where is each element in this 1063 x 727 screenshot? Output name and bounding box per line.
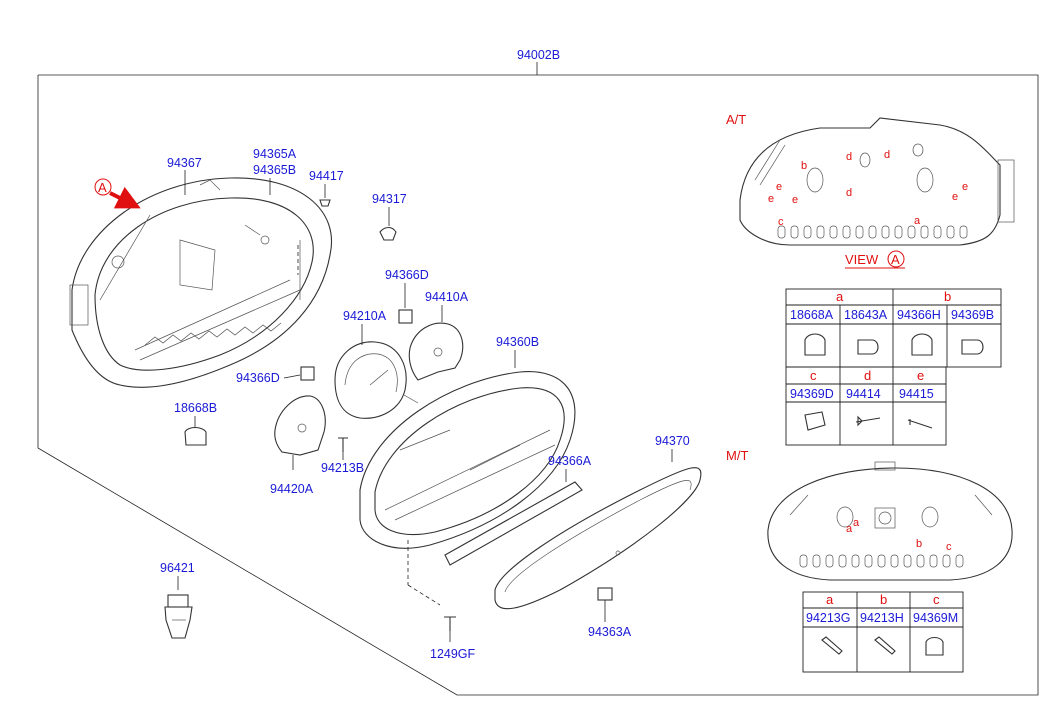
label-94363A: 94363A: [588, 625, 632, 639]
at-marker: e: [768, 193, 774, 205]
label-94370: 94370: [655, 434, 690, 448]
at-part-18643A: 18643A: [844, 308, 888, 322]
sensor-96421-drawing: [164, 594, 193, 639]
label-94210A: 94210A: [343, 309, 387, 323]
mt-marker-layer: aa b c: [846, 517, 952, 553]
mt-title: M/T: [726, 448, 748, 463]
mt-part-table: [802, 591, 964, 673]
label-94365B: 94365B: [253, 163, 296, 177]
mt-marker: c: [946, 541, 952, 553]
label-94420A: 94420A: [270, 482, 314, 496]
label-1249GF: 1249GF: [430, 647, 476, 661]
at-header-c: c: [810, 368, 817, 383]
assembly-label: 94002B: [517, 48, 560, 62]
at-header-a: a: [836, 289, 844, 304]
mt-header-b: b: [880, 592, 887, 607]
at-marker: e: [776, 181, 782, 193]
at-part-94415: 94415: [899, 387, 934, 401]
view-a-arrow: [94, 178, 141, 209]
label-94366D-left: 94366D: [236, 371, 280, 385]
view-a-letter: A: [98, 180, 107, 195]
at-marker: d: [846, 187, 852, 199]
at-view-letter: A: [891, 252, 900, 267]
label-94213B: 94213B: [321, 461, 364, 475]
at-header-b: b: [944, 289, 951, 304]
label-18668B: 18668B: [174, 401, 217, 415]
label-94366A: 94366A: [548, 454, 592, 468]
label-94410A: 94410A: [425, 290, 469, 304]
label-94360B: 94360B: [496, 335, 539, 349]
front-case-drawing: [359, 371, 576, 606]
at-view-label: VIEW: [845, 252, 879, 267]
label-96421: 96421: [160, 561, 195, 575]
mt-board-drawing: [767, 461, 1013, 581]
label-94366D-top: 94366D: [385, 268, 429, 282]
mt-part-94213H: 94213H: [860, 611, 904, 625]
mt-marker: a: [846, 523, 853, 535]
at-marker: d: [846, 151, 852, 163]
at-header-e: e: [917, 368, 924, 383]
at-marker: c: [778, 216, 784, 228]
assembly-boundary: [37, 62, 1039, 696]
mt-marker: a: [853, 517, 860, 529]
at-part-94369D: 94369D: [790, 387, 834, 401]
at-part-18668A: 18668A: [790, 308, 834, 322]
mt-marker: b: [916, 538, 922, 550]
mt-header-a: a: [826, 592, 834, 607]
at-marker: e: [792, 194, 798, 206]
at-marker: d: [884, 149, 890, 161]
at-part-table: [785, 288, 1002, 446]
mt-part-94369M: 94369M: [913, 611, 958, 625]
at-marker: e: [962, 181, 968, 193]
label-94367: 94367: [167, 156, 202, 170]
at-marker: a: [914, 215, 921, 227]
at-header-d: d: [864, 368, 871, 383]
at-marker: b: [801, 160, 807, 172]
label-94365A: 94365A: [253, 147, 297, 161]
label-94417: 94417: [309, 169, 344, 183]
at-part-94366H: 94366H: [897, 308, 941, 322]
at-part-94369B: 94369B: [951, 308, 994, 322]
mt-header-c: c: [933, 592, 940, 607]
label-94317: 94317: [372, 192, 407, 206]
at-part-94414: 94414: [846, 387, 881, 401]
mt-part-94213G: 94213G: [806, 611, 850, 625]
at-marker: e: [952, 191, 958, 203]
at-board-drawing: [739, 117, 1015, 246]
at-title: A/T: [726, 112, 746, 127]
rear-housing-drawing: [69, 177, 332, 388]
